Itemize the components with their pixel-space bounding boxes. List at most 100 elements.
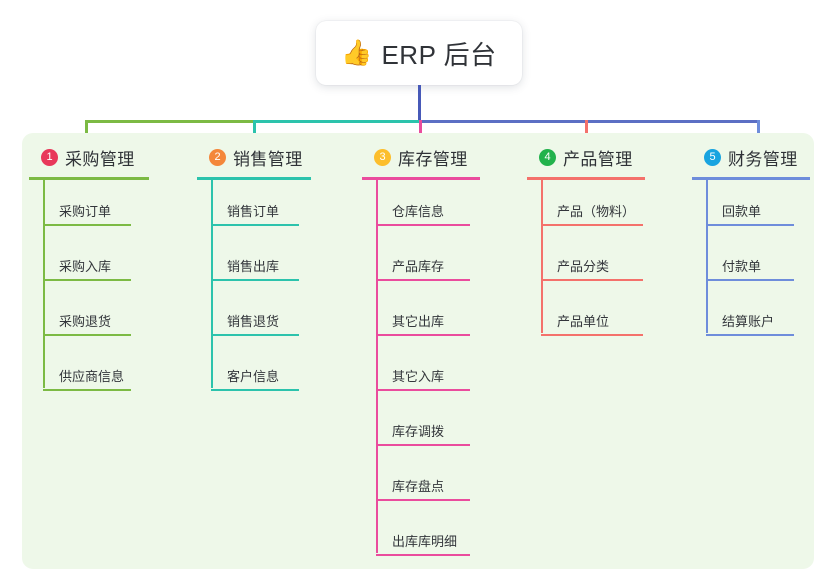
- leaf-item-label: 采购订单: [59, 204, 112, 219]
- leaf-item[interactable]: 库存盘点: [376, 476, 470, 501]
- branch-header-rule-5: [692, 177, 810, 180]
- leaf-item[interactable]: 产品（物料）: [541, 201, 643, 226]
- leaf-item[interactable]: 采购退货: [43, 311, 131, 336]
- leaf-item[interactable]: 采购入库: [43, 256, 131, 281]
- connector-bus-segment: [419, 120, 760, 123]
- leaf-item-rule: [43, 334, 131, 336]
- branch-title-2: 销售管理: [233, 149, 303, 169]
- root-node[interactable]: 👍 ERP 后台: [316, 21, 522, 85]
- leaf-item[interactable]: 结算账户: [706, 311, 794, 336]
- leaf-item-label: 库存调拨: [392, 424, 445, 439]
- leaf-item[interactable]: 产品分类: [541, 256, 643, 281]
- leaf-item[interactable]: 库存调拨: [376, 421, 470, 446]
- leaf-item-label: 采购入库: [59, 259, 112, 274]
- leaf-item-rule: [376, 224, 470, 226]
- leaf-item-rule: [376, 444, 470, 446]
- leaf-item[interactable]: 客户信息: [211, 366, 299, 391]
- leaf-item-rule: [376, 389, 470, 391]
- leaf-item[interactable]: 其它入库: [376, 366, 470, 391]
- leaf-item-rule: [541, 334, 643, 336]
- leaf-item-label: 付款单: [722, 259, 762, 274]
- leaf-item-label: 供应商信息: [59, 369, 125, 384]
- branch-badge-2: 2: [209, 148, 226, 166]
- branch-spine-2: [211, 179, 213, 388]
- leaf-item-rule: [211, 334, 299, 336]
- branch-spine-3: [376, 179, 378, 553]
- leaf-item-rule: [376, 499, 470, 501]
- leaf-item[interactable]: 产品库存: [376, 256, 470, 281]
- leaf-item-label: 库存盘点: [392, 479, 445, 494]
- branch-column-4: 4 产品管理产品（物料） 产品分类产品单位: [527, 145, 645, 336]
- leaf-item-rule: [376, 334, 470, 336]
- branch-badge-4: 4: [539, 148, 556, 166]
- branch-title-4: 产品管理: [563, 149, 633, 169]
- leaf-item-label: 其它入库: [392, 369, 445, 384]
- connector-bus-segment: [85, 120, 256, 123]
- branch-column-2: 2 销售管理销售订单销售出库销售退货客户信息: [197, 145, 311, 391]
- leaf-item[interactable]: 供应商信息: [43, 366, 131, 391]
- leaf-item-label: 客户信息: [227, 369, 280, 384]
- leaf-item[interactable]: 采购订单: [43, 201, 131, 226]
- branch-header-4[interactable]: 4 产品管理: [527, 145, 633, 169]
- branch-header-2[interactable]: 2 销售管理: [197, 145, 303, 169]
- branch-header-5[interactable]: 5 财务管理: [692, 145, 798, 169]
- branch-badge-1: 1: [41, 148, 58, 166]
- leaf-item-label: 销售出库: [227, 259, 280, 274]
- branch-title-3: 库存管理: [398, 149, 468, 169]
- leaf-item-rule: [376, 554, 470, 556]
- leaf-item-label: 产品单位: [557, 314, 610, 329]
- root-node-label: ERP 后台: [381, 39, 497, 70]
- leaf-item-rule: [211, 224, 299, 226]
- leaf-item-label: 产品（物料）: [557, 204, 636, 219]
- branch-badge-5: 5: [704, 148, 721, 166]
- leaf-item-label: 回款单: [722, 204, 762, 219]
- leaf-item-rule: [211, 279, 299, 281]
- root-connector-stem: [418, 85, 421, 123]
- leaf-item[interactable]: 产品单位: [541, 311, 643, 336]
- leaf-item-label: 产品库存: [392, 259, 445, 274]
- leaf-item-label: 采购退货: [59, 314, 112, 329]
- branch-header-3[interactable]: 3 库存管理: [362, 145, 468, 169]
- branch-column-5: 5 财务管理回款单付款单结算账户: [692, 145, 810, 336]
- leaf-item-label: 结算账户: [722, 314, 775, 329]
- leaf-item-rule: [706, 279, 794, 281]
- branches-panel: [22, 133, 814, 569]
- leaf-item[interactable]: 其它出库: [376, 311, 470, 336]
- branch-spine-5: [706, 179, 708, 333]
- leaf-item[interactable]: 销售订单: [211, 201, 299, 226]
- branch-spine-1: [43, 179, 45, 388]
- leaf-item-rule: [706, 334, 794, 336]
- leaf-item-rule: [43, 224, 131, 226]
- branch-header-rule-3: [362, 177, 480, 180]
- branch-title-1: 采购管理: [65, 149, 135, 169]
- connector-bus-segment: [253, 120, 422, 123]
- leaf-item-rule: [376, 279, 470, 281]
- leaf-item-label: 产品分类: [557, 259, 610, 274]
- leaf-item-label: 销售订单: [227, 204, 280, 219]
- branch-header-rule-2: [197, 177, 311, 180]
- leaf-item-rule: [43, 279, 131, 281]
- leaf-item-rule: [541, 224, 643, 226]
- leaf-item[interactable]: 付款单: [706, 256, 794, 281]
- leaf-item-label: 出库库明细: [392, 534, 458, 549]
- branch-badge-3: 3: [374, 148, 391, 166]
- leaf-item[interactable]: 仓库信息: [376, 201, 470, 226]
- leaf-item-rule: [43, 389, 131, 391]
- branch-header-rule-1: [29, 177, 149, 180]
- thumbs-up-icon: 👍: [341, 38, 373, 67]
- leaf-item-rule: [541, 279, 643, 281]
- branch-header-rule-4: [527, 177, 645, 180]
- leaf-item-label: 仓库信息: [392, 204, 445, 219]
- branch-title-5: 财务管理: [728, 149, 798, 169]
- leaf-item-rule: [211, 389, 299, 391]
- leaf-item[interactable]: 销售退货: [211, 311, 299, 336]
- branch-header-1[interactable]: 1 采购管理: [29, 145, 135, 169]
- leaf-item[interactable]: 出库库明细: [376, 531, 470, 556]
- leaf-item[interactable]: 销售出库: [211, 256, 299, 281]
- branch-column-3: 3 库存管理仓库信息产品库存其它出库其它入库库存调拨库存盘点出库库明细: [362, 145, 480, 556]
- leaf-item-label: 其它出库: [392, 314, 445, 329]
- leaf-item[interactable]: 回款单: [706, 201, 794, 226]
- branch-spine-4: [541, 179, 543, 333]
- branch-column-1: 1 采购管理采购订单采购入库采购退货供应商信息: [29, 145, 149, 391]
